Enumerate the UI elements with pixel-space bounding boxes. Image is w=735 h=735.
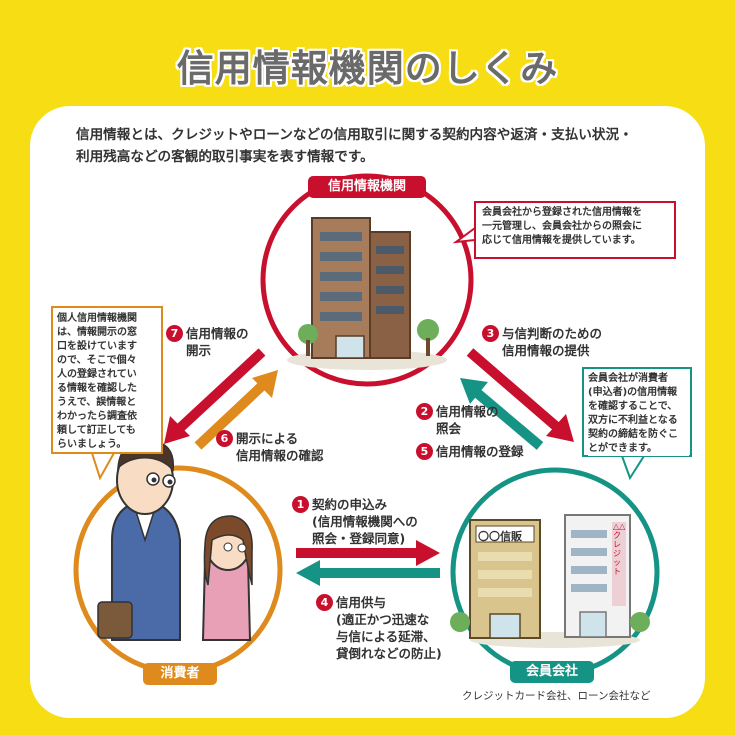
consumer-note-line: 頼して訂正しても — [57, 425, 136, 436]
step-6-number: 6 — [216, 430, 233, 447]
step-6-line: 開示による — [236, 431, 299, 446]
step-5-number: 5 — [416, 443, 433, 460]
agency-note-line: 会員会社から登録された信用情報を — [482, 207, 642, 218]
consumer-note-line: 個人信用情報機関 — [57, 313, 137, 324]
consumer-note: 個人信用情報機関 は、情報開示の窓 口を設けています ので、そこで個々 人の登録… — [57, 312, 160, 452]
member-note-line: 会員会社が消費者 — [588, 373, 668, 384]
step-4-line: 信用供与 — [336, 595, 387, 610]
step-5-line: 信用情報の登録 — [436, 444, 524, 459]
step-7-line: 信用情報の — [186, 326, 249, 341]
member-note-line: 双方に不利益となる — [588, 415, 678, 426]
member-buildings-illustration — [450, 514, 650, 648]
arrow-member-to-agency — [460, 378, 544, 450]
agency-note-line: 一元管理し、会員会社からの照会に — [482, 221, 642, 232]
step-7-number: 7 — [166, 325, 183, 342]
consumer-note-line: ので、そこで個々 — [57, 355, 137, 366]
step-6-line: 信用情報の確認 — [236, 448, 324, 463]
agency-note: 会員会社から登録された信用情報を 一元管理し、会員会社からの照会に 応じて信用情… — [482, 206, 672, 248]
agency-note-line: 応じて信用情報を提供しています。 — [482, 235, 641, 246]
agency-note-pointer — [452, 226, 476, 244]
member-note-line: 契約の締結を防ぐこ — [588, 429, 678, 440]
step-1-number: 1 — [292, 496, 309, 513]
member-note: 会員会社が消費者 (申込者)の信用情報 を確認することで、 双方に不利益となる … — [588, 372, 689, 456]
consumer-note-line: うえで、誤情報と — [57, 397, 137, 408]
intro-line-1: 信用情報とは、クレジットやローンなどの信用取引に関する契約内容や返済・支払い状況… — [76, 127, 633, 143]
arrow-agency-to-consumer — [164, 348, 266, 444]
step-4-line: 貸倒れなどの防止) — [336, 646, 442, 661]
step-2-line: 信用情報の — [436, 404, 499, 419]
member-note-line: を確認することで、 — [588, 401, 678, 412]
shop2-sign: △△クレジット — [613, 522, 626, 576]
step-4-number: 4 — [316, 594, 333, 611]
consumer-note-line: は、情報開示の窓 — [57, 327, 137, 338]
arrow-agency-to-member — [466, 348, 574, 442]
step-3-line: 与信判断のための — [502, 326, 603, 341]
step-7-line: 開示 — [186, 343, 212, 358]
agency-building-illustration — [287, 217, 447, 370]
arrow-member-to-consumer — [296, 560, 440, 586]
member-note-line: (申込者)の信用情報 — [588, 387, 678, 398]
step-4-line: 与信による延滞、 — [336, 629, 436, 644]
arrow-consumer-to-agency — [194, 370, 278, 450]
member-subtitle: クレジットカード会社、ローン会社など — [462, 690, 651, 702]
step-1-line: 契約の申込み — [312, 497, 388, 512]
step-2-number: 2 — [416, 403, 433, 420]
step-3-line: 信用情報の提供 — [502, 343, 590, 358]
step-1-line: 照会・登録同意) — [312, 531, 406, 546]
consumer-note-pointer — [90, 452, 116, 481]
member-note-pointer — [620, 455, 646, 481]
step-1-line: (信用情報機関への — [312, 514, 418, 529]
consumer-note-line: る情報を確認した — [57, 383, 137, 394]
intro-line-2: 利用残高などの客観的取引事実を表す情報です。 — [76, 149, 374, 165]
intro-text: 信用情報とは、クレジットやローンなどの信用取引に関する契約内容や返済・支払い状況… — [76, 124, 676, 168]
consumer-note-line: らいましょう。 — [57, 439, 127, 450]
consumer-note-line: 人の登録されてい — [57, 369, 137, 380]
consumer-note-line: わかったら調査依 — [57, 411, 137, 422]
member-tag: 会員会社 — [510, 661, 594, 683]
step-4-line: (適正かつ迅速な — [336, 612, 430, 627]
consumer-tag: 消費者 — [143, 663, 217, 685]
consumer-note-line: 口を設けています — [57, 341, 137, 352]
step-3-number: 3 — [482, 325, 499, 342]
page-title: 信用情報機関のしくみ — [176, 47, 559, 90]
step-2-line: 照会 — [436, 421, 462, 436]
shop1-sign: 〇〇信販 — [478, 530, 522, 543]
arrow-consumer-to-member — [296, 540, 440, 566]
agency-tag: 信用情報機関 — [308, 176, 426, 198]
member-note-line: とができます。 — [588, 443, 657, 454]
